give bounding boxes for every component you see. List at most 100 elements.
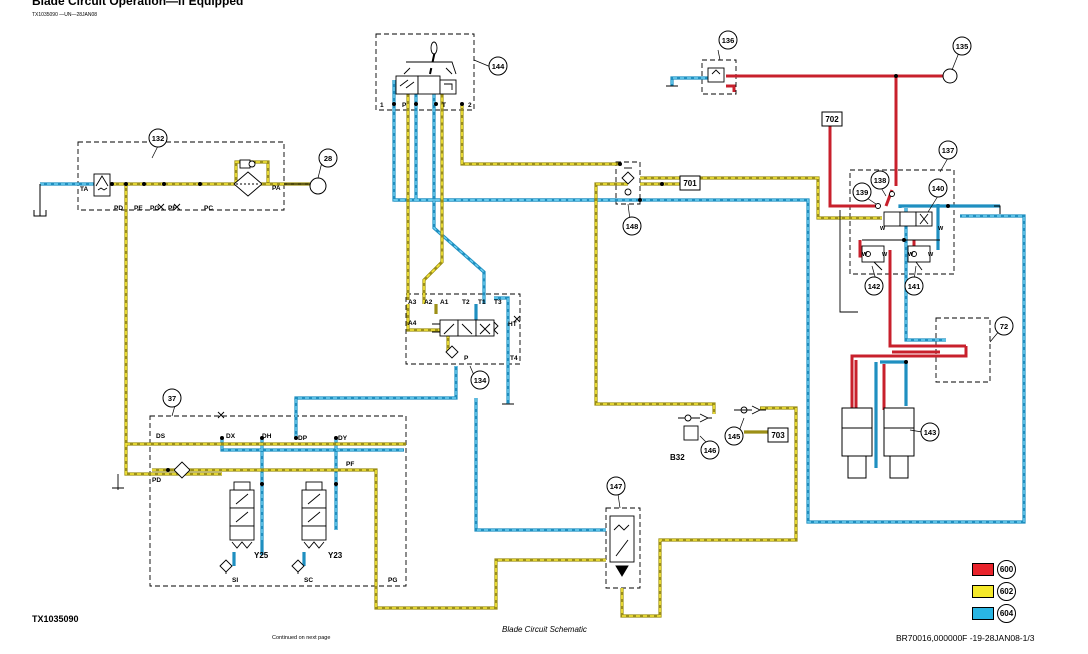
schematic-caption: Blade Circuit Schematic xyxy=(502,625,587,634)
figure-id: TX1035090 xyxy=(32,614,79,624)
junction-dots xyxy=(110,74,950,532)
svg-text:TA: TA xyxy=(80,186,88,193)
svg-text:DH: DH xyxy=(262,433,272,440)
gauge-28 xyxy=(309,177,327,195)
callout-136: 136 xyxy=(718,30,738,50)
pilot-lines xyxy=(98,90,882,618)
callout-134: 134 xyxy=(470,370,490,390)
box-label-701 xyxy=(679,175,701,191)
svg-text:A4: A4 xyxy=(408,320,417,327)
label-703: 703 xyxy=(771,431,785,440)
svg-text:T2: T2 xyxy=(462,299,470,306)
callout-37: 37 xyxy=(162,388,182,408)
callout-141: 141 xyxy=(904,276,924,296)
svg-text:W: W xyxy=(908,252,914,258)
svg-text:P: P xyxy=(402,102,407,109)
cylinders-143 xyxy=(841,407,915,479)
callout-143: 143 xyxy=(920,422,940,442)
box-144 xyxy=(375,33,475,111)
figure-code: TX1035090 —UN—28JAN08 xyxy=(32,12,98,18)
callout-147: 147 xyxy=(606,476,626,496)
component-outlines xyxy=(77,33,991,589)
svg-text:135: 135 xyxy=(956,42,969,51)
svg-text:137: 137 xyxy=(942,146,955,155)
svg-text:P: P xyxy=(464,355,469,362)
sensor-b32 xyxy=(678,413,712,441)
callout-142: 142 xyxy=(864,276,884,296)
callout-145: 145 xyxy=(724,426,744,446)
svg-text:138: 138 xyxy=(874,176,887,185)
callout-148: 148 xyxy=(622,216,642,236)
callout-135: 135 xyxy=(952,36,972,56)
valve-132 xyxy=(93,159,263,197)
valve-block-137 xyxy=(861,191,933,271)
svg-text:PD: PD xyxy=(114,205,123,212)
callout-138: 138 xyxy=(870,170,890,190)
page-title: Blade Circuit Operation—If Equipped xyxy=(32,0,244,8)
legend-swatch-604 xyxy=(972,607,994,620)
svg-text:DS: DS xyxy=(156,433,166,440)
svg-text:72: 72 xyxy=(1000,322,1008,331)
svg-text:HT: HT xyxy=(508,321,517,328)
circle-callouts: 132 28 144 136 135 137 138 139 140 142 1… xyxy=(148,30,1014,496)
box-72 xyxy=(935,317,991,383)
legend-swatch-602 xyxy=(972,585,994,598)
svg-text:PF: PF xyxy=(168,205,176,212)
svg-text:W: W xyxy=(928,252,934,258)
legend-label-604: 604 xyxy=(997,604,1016,623)
callout-72: 72 xyxy=(994,316,1014,336)
svg-text:145: 145 xyxy=(728,432,741,441)
svg-text:DX: DX xyxy=(226,433,236,440)
svg-text:PG: PG xyxy=(150,205,159,212)
accumulator-135 xyxy=(942,68,958,84)
tank-symbols xyxy=(33,85,1001,489)
svg-text:136: 136 xyxy=(722,36,735,45)
callout-146: 146 xyxy=(700,440,720,460)
box-37 xyxy=(149,415,407,587)
solenoid-valves-37 xyxy=(173,461,327,573)
svg-text:PD: PD xyxy=(152,477,161,484)
svg-text:PG: PG xyxy=(388,577,397,584)
svg-text:1: 1 xyxy=(380,102,384,109)
svg-text:SC: SC xyxy=(304,577,313,584)
svg-text:PC: PC xyxy=(204,205,213,212)
svg-text:141: 141 xyxy=(908,282,921,291)
label-701: 701 xyxy=(683,179,697,188)
callout-132: 132 xyxy=(148,128,168,148)
svg-text:PE: PE xyxy=(134,205,143,212)
svg-text:A1: A1 xyxy=(440,299,449,306)
svg-text:A3: A3 xyxy=(408,299,417,306)
callout-144: 144 xyxy=(488,56,508,76)
svg-text:148: 148 xyxy=(626,222,639,231)
svg-text:PF: PF xyxy=(346,461,354,468)
svg-text:134: 134 xyxy=(474,376,487,385)
svg-text:SI: SI xyxy=(232,577,238,584)
valve-147 xyxy=(609,515,635,577)
svg-text:W: W xyxy=(862,252,868,258)
svg-text:A2: A2 xyxy=(424,299,433,306)
relief-136 xyxy=(707,67,725,83)
svg-text:T1: T1 xyxy=(478,299,486,306)
box-132 xyxy=(77,141,285,211)
callout-140: 140 xyxy=(928,178,948,198)
svg-text:132: 132 xyxy=(152,134,165,143)
svg-text:W: W xyxy=(880,226,886,232)
svg-text:143: 143 xyxy=(924,428,937,437)
svg-text:Y25: Y25 xyxy=(254,551,269,560)
box-137 xyxy=(849,169,955,275)
legend-label-602: 602 xyxy=(997,582,1016,601)
pressure-lines xyxy=(726,74,968,468)
svg-text:T3: T3 xyxy=(494,299,502,306)
shuttle-valve-148 xyxy=(621,167,635,196)
svg-text:T: T xyxy=(442,102,446,109)
legend-label-600: 600 xyxy=(997,560,1016,579)
legend-swatch-600 xyxy=(972,563,994,576)
svg-text:147: 147 xyxy=(610,482,623,491)
svg-text:28: 28 xyxy=(324,154,332,163)
label-702: 702 xyxy=(825,115,839,124)
svg-text:2: 2 xyxy=(468,102,472,109)
callout-137: 137 xyxy=(938,140,958,160)
valve-134 xyxy=(432,319,499,359)
port-labels: TA PA PD PE PG PF PC 1 P T 2 A3 A2 A1 T2… xyxy=(80,102,944,584)
